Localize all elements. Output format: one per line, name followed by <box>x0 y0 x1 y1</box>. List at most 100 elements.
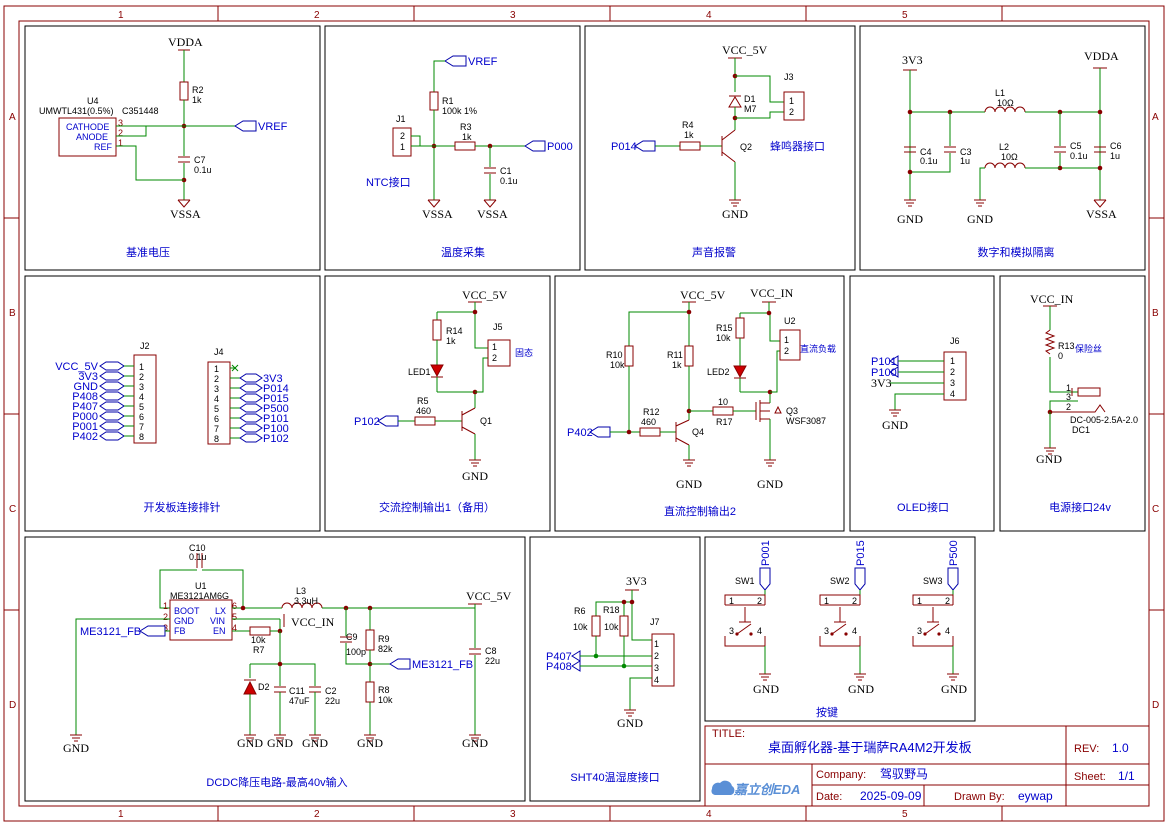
label-j2: J2 <box>140 341 150 351</box>
label-r13-value: 0 <box>1058 351 1063 361</box>
pin-lx: LX <box>215 606 226 616</box>
label-r2: R2 <box>192 85 204 95</box>
label-sw3: SW3 <box>923 576 943 586</box>
sht40-circuit: 3V3 R6 10k R18 10k J7 1 2 3 4 P407 P408 … <box>546 574 675 730</box>
label-r15: R15 <box>716 323 733 333</box>
net-vcc5v-ac: VCC_5V <box>462 288 508 302</box>
dc-jack-dc1 <box>1077 387 1101 397</box>
label-c3: C3 <box>960 147 972 157</box>
j6-pin3: 3 <box>950 378 955 388</box>
resistor-r6 <box>591 615 601 637</box>
dc-output-circuit: VCC_5V R10 10k R11 1k P402 R12 460 Q4 GN… <box>567 286 836 491</box>
label-c9: C9 <box>346 632 358 642</box>
net-gnd-dcdc-6: GND <box>462 736 488 750</box>
temp-sample-circuit: VREF R1 100k 1% J1 2 1 R3 1k P000 C1 0.1… <box>366 55 573 221</box>
label-r4-value: 1k <box>684 130 694 140</box>
sw-pin3: 3 <box>729 626 734 636</box>
resistor-r13 <box>1044 329 1056 355</box>
label-fuse: 保险丝 <box>1075 343 1102 354</box>
sheet-frame: 1 2 3 4 5 1 2 3 4 5 A B C D A B C D <box>3 5 1165 822</box>
grid-row-c: C <box>9 504 16 515</box>
pin-boot: BOOT <box>174 606 200 616</box>
net-p402-dc: P402 <box>567 427 593 439</box>
label-u2: U2 <box>784 316 796 326</box>
resistor-r14 <box>432 319 442 341</box>
j2-net-7: P001 <box>72 421 98 433</box>
j4-pin-2: 2 <box>214 374 219 384</box>
sound-alarm-circuit: VCC_5V D1 M7 J3 1 2 P014 R4 1k Q2 GND 蜂鸣… <box>611 43 825 221</box>
sw-pin1: 1 <box>824 596 829 606</box>
inductor-l3 <box>281 602 323 609</box>
label-q3: Q3 <box>786 406 798 416</box>
block-title-digital-analog: 数字和模拟隔离 <box>978 245 1055 259</box>
label-d1: D1 <box>744 94 756 104</box>
label-c8: C8 <box>485 646 497 656</box>
net-gnd-iso-1: GND <box>897 212 923 226</box>
resistor-r3 <box>454 141 476 151</box>
label-r14-value: 1k <box>446 336 456 346</box>
label-c2: C2 <box>325 686 337 696</box>
ac-output-circuit: VCC_5V R14 1k LED1 J5 1 2 固态 P102 R5 460… <box>354 288 533 483</box>
u4-pin2: 2 <box>118 128 123 138</box>
label-c5-value: 0.1u <box>1070 151 1088 161</box>
net-vccin-power: VCC_IN <box>1030 292 1074 306</box>
label-l3: L3 <box>296 586 306 596</box>
label-led2: LED2 <box>707 367 730 377</box>
label-r12: R12 <box>643 407 660 417</box>
dc1-pin3: 3 <box>1066 392 1071 402</box>
connector-j3 <box>783 91 805 121</box>
j5-pin1: 1 <box>492 342 497 352</box>
block-title-dc-output: 直流控制输出2 <box>664 504 736 518</box>
resistor-r10 <box>624 345 634 367</box>
sw-pin3: 3 <box>917 626 922 636</box>
net-fb-left: ME3121_FB <box>80 626 141 638</box>
label-c1: C1 <box>500 166 512 176</box>
net-3v3-oled: 3V3 <box>871 376 892 390</box>
label-r3: R3 <box>460 122 472 132</box>
label-r18-value: 10k <box>604 622 619 632</box>
label-r9-value: 82k <box>378 644 393 654</box>
label-r3-value: 1k <box>462 132 472 142</box>
net-vcc5v-sound: VCC_5V <box>722 43 768 57</box>
title-block: TITLE: 桌面孵化器-基于瑞萨RA4M2开发板 REV: 1.0 Compa… <box>704 725 1150 807</box>
title-label: TITLE: <box>712 728 745 740</box>
connector-j1 <box>392 127 412 157</box>
label-r17: R17 <box>716 417 733 427</box>
logo-text: 嘉立创EDA <box>733 782 800 797</box>
label-r14: R14 <box>446 326 463 336</box>
label-r17-value: 10 <box>718 397 728 407</box>
grid-col-2-bottom: 2 <box>314 809 320 820</box>
connector-j4 <box>207 361 231 445</box>
j4-pin-1: 1 <box>214 364 219 374</box>
j4-net-3: P015 <box>263 393 289 405</box>
block-borders <box>24 25 1146 802</box>
oled-circuit: J6 1 2 3 4 P101 P100 3V3 GND <box>871 336 967 432</box>
label-r5: R5 <box>417 396 429 406</box>
j3-pin2: 2 <box>789 107 794 117</box>
label-c7-value: 0.1u <box>194 165 212 175</box>
net-gnd-dcdc-4: GND <box>302 736 328 750</box>
label-dc1: DC1 <box>1072 425 1090 435</box>
dcdc-grounds <box>70 734 481 742</box>
label-q3-value: WSF3087 <box>786 416 826 426</box>
label-r10-value: 10k <box>610 360 625 370</box>
pin-anode: ANODE <box>76 132 108 142</box>
resistor-r18 <box>619 615 629 637</box>
grid-row-c-right: C <box>1152 504 1159 515</box>
u1-pin5: 5 <box>232 612 237 622</box>
label-q2: Q2 <box>740 142 752 152</box>
ref-voltage-circuit: VDDA R2 1k C7 0.1u VSSA U4 UMWTL431(0.5%… <box>39 35 288 221</box>
company-label: Company: <box>816 769 866 781</box>
label-r12-value: 460 <box>641 417 656 427</box>
grid-row-d-right: D <box>1152 700 1159 711</box>
pin-ref: REF <box>94 142 113 152</box>
label-c2-value: 22u <box>325 696 340 706</box>
j7-pin1: 1 <box>654 639 659 649</box>
sw-pin2: 2 <box>852 596 857 606</box>
net-p102-ac: P102 <box>354 416 380 428</box>
net-p500: P500 <box>948 540 960 566</box>
net-p000: P000 <box>547 141 573 153</box>
block-title-power-port: 电源接口24v <box>1049 500 1111 514</box>
date-value: 2025-09-09 <box>860 789 922 803</box>
